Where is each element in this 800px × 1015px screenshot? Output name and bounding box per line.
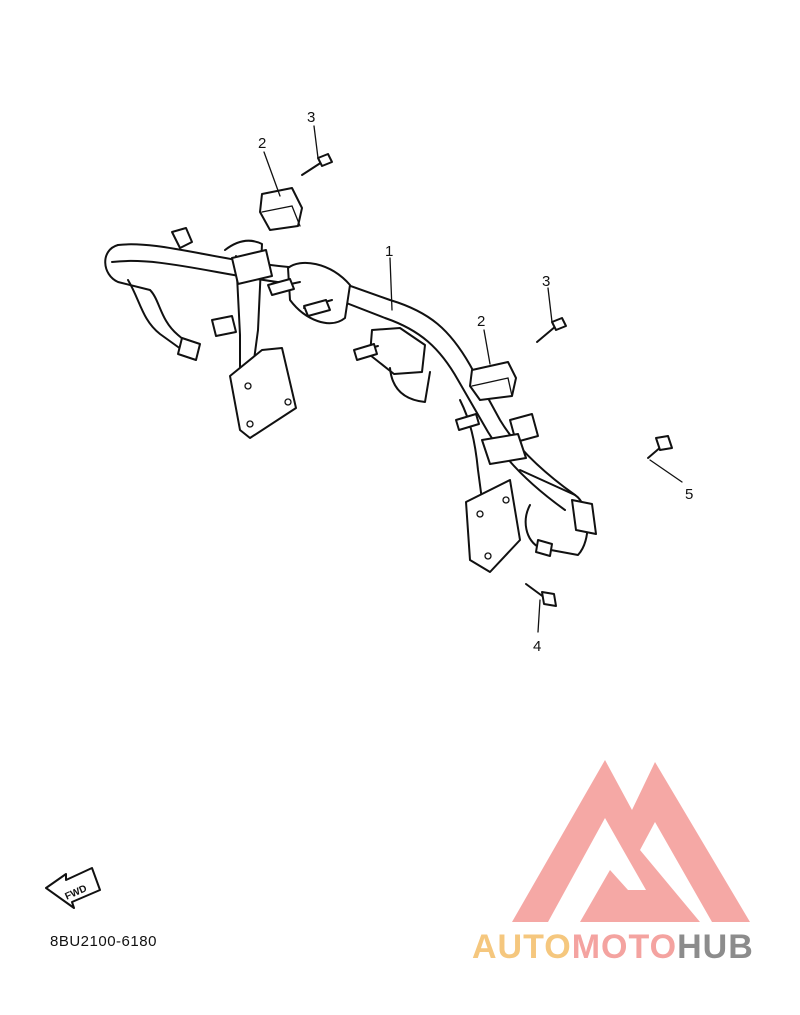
stud-right bbox=[353, 343, 378, 361]
callout-5: 5 bbox=[685, 486, 693, 503]
watermark-brand: AUTOMOTOHUB bbox=[472, 928, 754, 967]
fwd-arrow-icon: FWD bbox=[45, 867, 101, 909]
callout-2-upper: 2 bbox=[258, 135, 266, 152]
damper-left bbox=[259, 187, 303, 231]
bolt-3-upper bbox=[301, 153, 333, 176]
callout-3-upper: 3 bbox=[307, 109, 315, 126]
callout-2-lower: 2 bbox=[477, 313, 485, 330]
watermark-part-hub: HUB bbox=[677, 928, 754, 966]
watermark-part-moto: MOTO bbox=[571, 928, 678, 966]
bolt-3-lower bbox=[536, 317, 567, 343]
callout-4: 4 bbox=[533, 638, 541, 655]
callout-1: 1 bbox=[385, 243, 393, 260]
diagram-code: 8BU2100-6180 bbox=[50, 933, 157, 950]
bolt-4 bbox=[525, 583, 557, 607]
stud-center bbox=[303, 299, 331, 317]
automotohub-logo-icon bbox=[512, 760, 750, 922]
stud-lower bbox=[455, 413, 480, 431]
headlight-stay-frame bbox=[104, 227, 597, 573]
stud-left bbox=[267, 278, 295, 296]
damper-right bbox=[469, 361, 517, 401]
bolt-5 bbox=[647, 435, 673, 459]
callout-3-lower: 3 bbox=[542, 273, 550, 290]
leader-lines bbox=[263, 125, 683, 633]
watermark-part-auto: AUTO bbox=[472, 928, 572, 966]
